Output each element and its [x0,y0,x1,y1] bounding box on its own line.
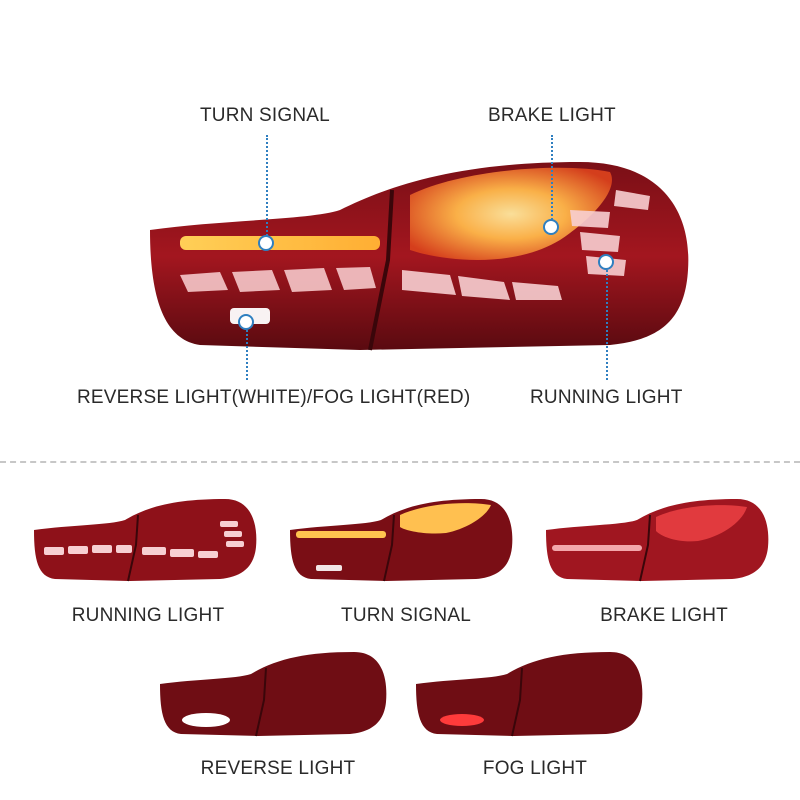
callout-turn-signal: TURN SIGNAL [200,105,330,126]
brake-light-marker-dot [543,219,559,235]
turn-signal-marker-dot [258,235,274,251]
variant-label-running-light: RUNNING LIGHT [71,605,225,626]
variant-label-turn-signal: TURN SIGNAL [341,605,471,626]
variant-running-light-image [30,495,260,585]
section-divider [0,461,800,463]
turn-signal-leader-line [266,135,268,240]
reverse-fog-leader-line [246,325,248,380]
variant-fog-light-image [412,648,648,740]
main-taillight-svg [150,162,689,351]
main-taillight-image [140,150,700,360]
variant-label-brake-light: BRAKE LIGHT [600,605,728,626]
reverse-fog-marker-dot [238,314,254,330]
variant-turn-signal-image [286,495,518,585]
brake-light-leader-line [551,135,553,223]
variant-brake-light-image [542,495,774,585]
callout-brake-light: BRAKE LIGHT [488,105,616,126]
variant-reverse-light-image [156,648,392,740]
running-light-leader-line [606,265,608,380]
variant-label-fog-light: FOG LIGHT [482,758,588,779]
running-light-marker-dot [598,254,614,270]
callout-running-light: RUNNING LIGHT [530,387,683,408]
variant-label-reverse-light: REVERSE LIGHT [200,758,356,779]
callout-reverse-fog-light: REVERSE LIGHT(WHITE)/FOG LIGHT(RED) [77,387,471,408]
